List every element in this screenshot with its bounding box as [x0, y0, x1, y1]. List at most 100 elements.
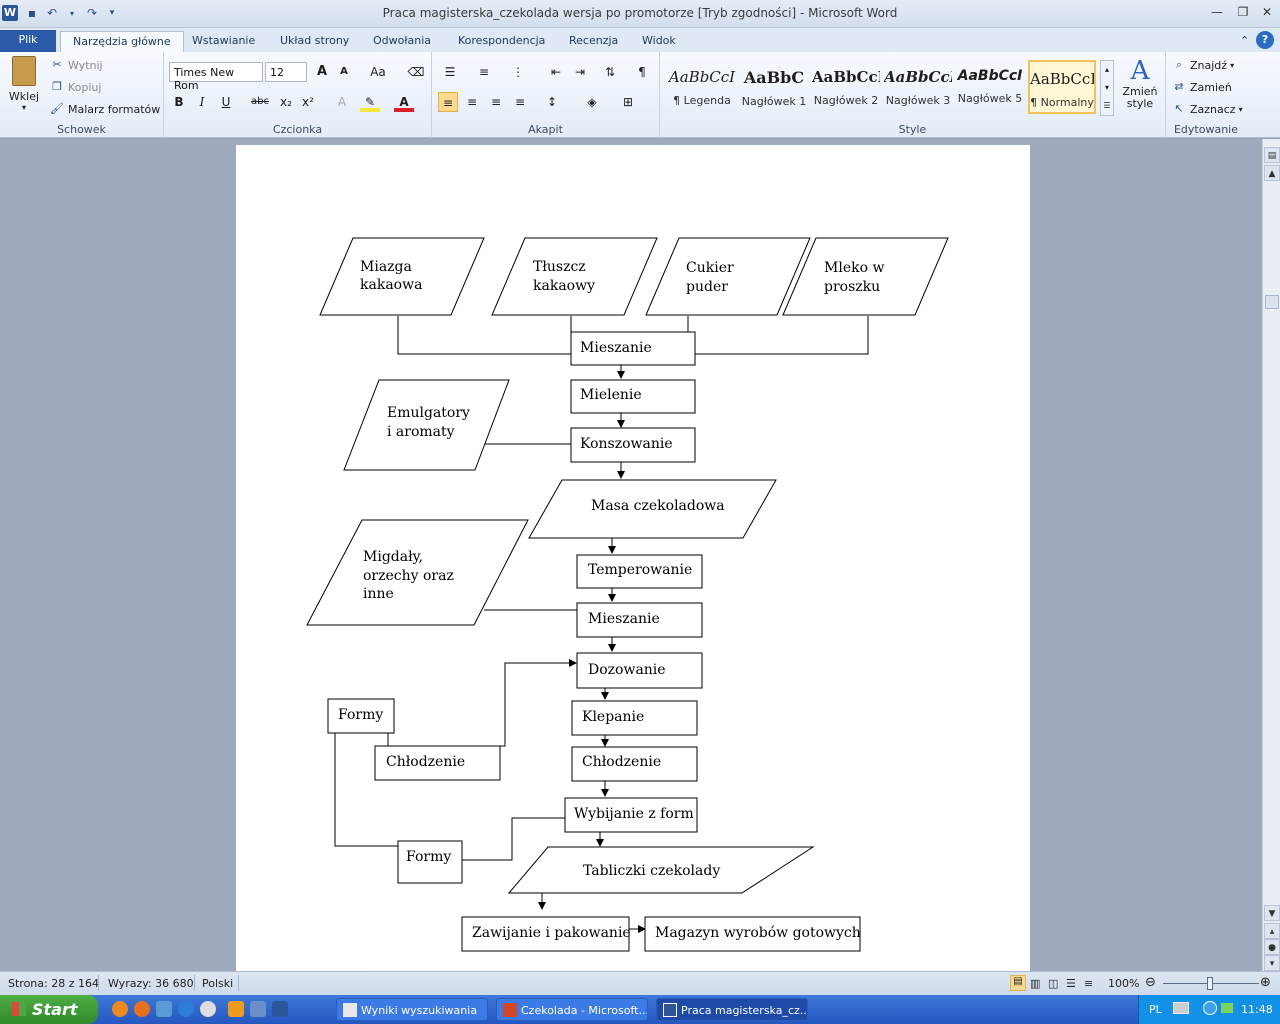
scroll-down-icon[interactable]: ▼: [1264, 905, 1280, 921]
text-effects-icon[interactable]: A: [337, 95, 347, 109]
draft-icon[interactable]: ≡: [1084, 977, 1094, 990]
zoom-level[interactable]: 100%: [1108, 977, 1140, 990]
borders-icon[interactable]: ⊞: [622, 95, 634, 109]
shading-icon[interactable]: ◈: [587, 95, 597, 109]
tab-file[interactable]: Plik: [0, 30, 56, 52]
replace-button[interactable]: ⇄Zamień: [1172, 80, 1231, 94]
style-heading-3[interactable]: AaBbCcI Nagłówek 3: [884, 68, 952, 107]
firefox-icon[interactable]: [134, 1001, 150, 1017]
styles-scroll[interactable]: ▴▾☰: [1100, 60, 1114, 116]
web-layout-icon[interactable]: ◫: [1048, 977, 1059, 990]
help-icon[interactable]: ?: [1256, 31, 1274, 49]
ruler-toggle-icon[interactable]: ▤: [1264, 147, 1280, 163]
scroll-up-icon[interactable]: ▲: [1264, 165, 1280, 181]
word-logo-icon[interactable]: W: [2, 5, 18, 21]
find-button[interactable]: ⌕Znajdź▾: [1172, 58, 1234, 72]
italic-button[interactable]: I: [199, 95, 205, 109]
align-center-icon[interactable]: ≡: [466, 95, 478, 109]
undo-icon[interactable]: ↶: [46, 6, 58, 20]
style-normal[interactable]: AaBbCcI ¶ Normalny: [1028, 60, 1096, 114]
strikethrough-button[interactable]: abc: [251, 96, 269, 107]
paste-button[interactable]: Wklej ▾: [6, 56, 42, 118]
zoom-slider-thumb[interactable]: [1207, 977, 1213, 990]
close-icon[interactable]: ✕: [1261, 5, 1273, 19]
task-powerpoint[interactable]: Czekolada - Microsoft...: [496, 998, 648, 1021]
change-case-button[interactable]: Aa: [370, 65, 386, 79]
align-right-icon[interactable]: ≡: [490, 95, 502, 109]
keyboard-icon[interactable]: [1173, 1002, 1189, 1014]
task-word[interactable]: Praca magisterska_cz...: [656, 998, 808, 1021]
style-heading-5[interactable]: AaBbCcI Nagłówek 5: [957, 68, 1023, 105]
outlook-icon[interactable]: [228, 1001, 244, 1017]
bullets-icon[interactable]: ☰: [444, 65, 456, 79]
next-page-icon[interactable]: ▾: [1264, 955, 1280, 971]
font-name-select[interactable]: Times New Rom: [169, 62, 263, 92]
clear-formatting-icon[interactable]: ⌫: [407, 65, 425, 79]
bold-button[interactable]: B: [174, 95, 184, 109]
style-legenda[interactable]: AaBbCcI ¶ Legenda: [668, 68, 736, 107]
redo-icon[interactable]: ↷: [86, 6, 98, 20]
change-styles-button[interactable]: A Zmień style: [1122, 56, 1158, 110]
format-painter-button[interactable]: 🖌Malarz formatów: [50, 102, 161, 116]
word-count[interactable]: Wyrazy: 36 680: [108, 977, 194, 990]
shrink-font-button[interactable]: A: [340, 66, 348, 77]
zoom-out-icon[interactable]: ⊖: [1145, 975, 1156, 990]
start-button[interactable]: Start: [0, 995, 98, 1024]
tab-mailings[interactable]: Korespondencja: [458, 34, 546, 47]
media-icon[interactable]: [112, 1001, 128, 1017]
font-size-select[interactable]: 12: [265, 62, 307, 82]
network-icon[interactable]: [1221, 1003, 1233, 1013]
full-screen-reading-icon[interactable]: ▥: [1030, 977, 1041, 990]
language-indicator[interactable]: PL: [1149, 1003, 1162, 1016]
chrome-icon[interactable]: [200, 1001, 216, 1017]
increase-indent-icon[interactable]: ⇥: [574, 65, 586, 79]
zoom-in-icon[interactable]: ⊕: [1260, 975, 1271, 990]
style-heading-2[interactable]: AaBbCcI Nagłówek 2: [812, 68, 880, 107]
tab-home[interactable]: Narzędzia główne: [60, 31, 184, 52]
tab-page-layout[interactable]: Układ strony: [280, 34, 350, 47]
tab-references[interactable]: Odwołania: [373, 34, 432, 47]
restore-icon[interactable]: ❐: [1237, 5, 1249, 19]
undo-dropdown-icon[interactable]: ▾: [69, 8, 74, 18]
app-icon-2[interactable]: [250, 1001, 266, 1017]
sort-icon[interactable]: ⇅: [604, 65, 616, 79]
show-marks-button[interactable]: ¶: [638, 65, 646, 79]
minimize-icon[interactable]: —: [1211, 5, 1223, 19]
grow-font-button[interactable]: A: [316, 64, 328, 79]
superscript-button[interactable]: x²: [302, 95, 314, 109]
vertical-scrollbar[interactable]: ▤ ▲ ▼ ▴ ● ▾: [1262, 139, 1280, 971]
minimize-ribbon-icon[interactable]: ⌃: [1240, 34, 1250, 47]
page-count[interactable]: Strona: 28 z 164: [8, 977, 99, 990]
cut-button[interactable]: ✂Wytnij: [50, 58, 102, 72]
copy-button[interactable]: ❐Kopiuj: [50, 80, 101, 94]
style-heading-1[interactable]: AaBbC Nagłówek 1: [741, 68, 807, 108]
scroll-thumb[interactable]: [1265, 295, 1279, 309]
app-icon[interactable]: [156, 1001, 172, 1017]
font-color-icon[interactable]: A: [394, 92, 414, 112]
ie-icon[interactable]: [178, 1001, 194, 1017]
subscript-button[interactable]: x₂: [280, 95, 292, 109]
browse-object-icon[interactable]: ●: [1264, 939, 1280, 955]
language[interactable]: Polski: [202, 977, 234, 990]
justify-icon[interactable]: ≡: [514, 95, 526, 109]
save-icon[interactable]: ▪: [27, 6, 37, 20]
print-layout-icon[interactable]: ▤: [1010, 975, 1026, 991]
multilevel-list-icon[interactable]: ⋮: [512, 65, 524, 79]
tab-insert[interactable]: Wstawianie: [192, 34, 256, 47]
tab-review[interactable]: Recenzja: [569, 34, 619, 47]
back-arrow-icon[interactable]: [1203, 1001, 1217, 1015]
task-search-results[interactable]: Wyniki wyszukiwania: [336, 998, 488, 1021]
align-left-icon[interactable]: ≡: [438, 92, 458, 112]
highlight-icon[interactable]: ✎: [360, 92, 380, 112]
decrease-indent-icon[interactable]: ⇤: [550, 65, 562, 79]
prev-page-icon[interactable]: ▴: [1264, 923, 1280, 939]
customize-qat-icon[interactable]: ▾: [109, 8, 115, 18]
tab-view[interactable]: Widok: [642, 34, 676, 47]
select-button[interactable]: ↖Zaznacz▾: [1172, 102, 1242, 116]
numbering-icon[interactable]: ≡: [478, 65, 490, 79]
line-spacing-icon[interactable]: ↕: [546, 95, 558, 109]
underline-button[interactable]: U: [221, 95, 231, 109]
word-icon[interactable]: [272, 1001, 288, 1017]
outline-icon[interactable]: ☰: [1066, 977, 1076, 990]
